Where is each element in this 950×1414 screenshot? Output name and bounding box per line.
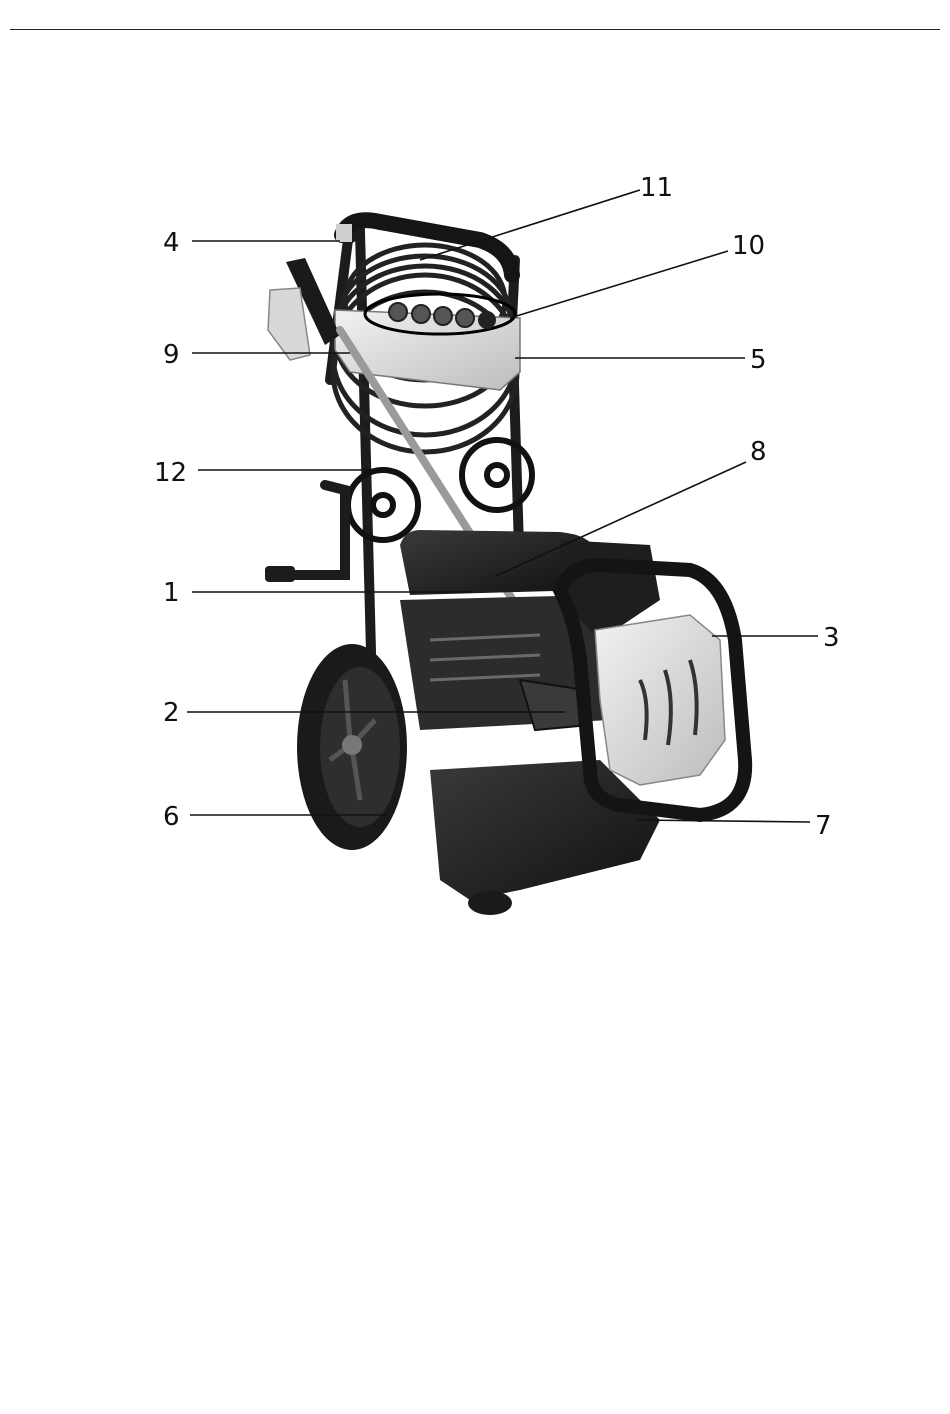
callout-1: 1 [163, 578, 180, 608]
callout-5: 5 [750, 345, 767, 375]
callout-2: 2 [163, 698, 180, 728]
frame-upright-left [330, 232, 372, 690]
callout-9: 9 [163, 340, 180, 370]
callout-8: 8 [750, 437, 767, 467]
callout-4: 4 [163, 228, 180, 258]
callout-10: 10 [732, 231, 765, 261]
handle-grip-cap [336, 224, 352, 242]
callout-7: 7 [815, 811, 832, 841]
crank-handle [265, 566, 295, 582]
machine [265, 220, 745, 915]
leader-10 [510, 251, 728, 318]
base-foot [468, 891, 512, 915]
reel-crank [275, 485, 345, 575]
leader-7 [637, 820, 810, 822]
leader-11 [420, 190, 640, 260]
callout-11: 11 [640, 173, 673, 203]
heat-shield [595, 615, 725, 785]
callout-6: 6 [163, 802, 180, 832]
base-chassis [430, 760, 660, 900]
wheel [297, 644, 407, 850]
callout-12: 12 [154, 458, 187, 488]
callout-3: 3 [823, 623, 840, 653]
